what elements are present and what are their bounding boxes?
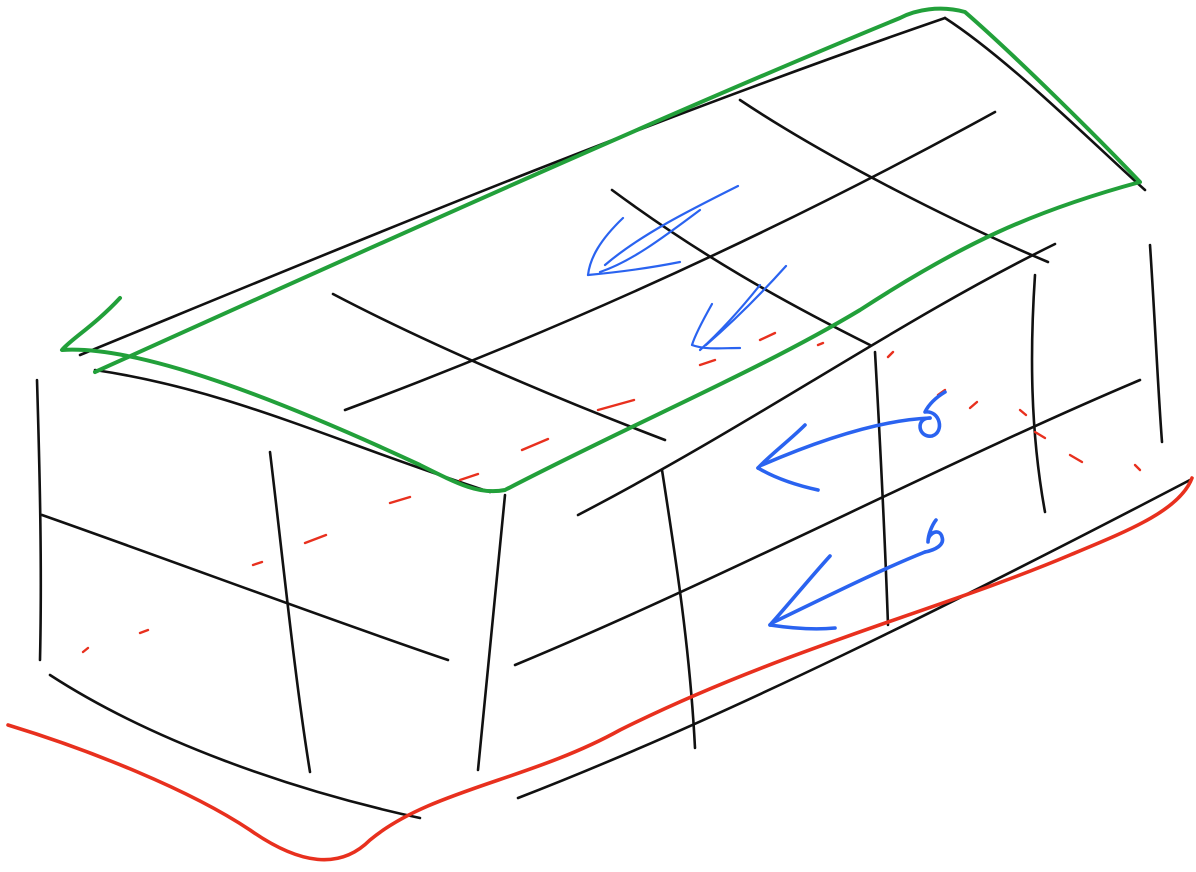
top-grid-line: [333, 294, 665, 440]
top-face-right-edge: [945, 18, 1145, 190]
end-face-grid-horizontal: [42, 515, 448, 660]
arrow-top-2: [692, 266, 786, 350]
end-face-bottom-edge: [50, 675, 420, 818]
side-grid-vertical: [1032, 275, 1045, 512]
arrow-side-1: [758, 392, 945, 490]
side-bottom-edge: [518, 480, 1190, 798]
side-grid-horizontal: [515, 380, 1140, 665]
end-face-grid-vertical: [270, 452, 310, 772]
box-wireframe: [37, 18, 1190, 818]
base-outline: [8, 333, 1192, 860]
end-face-left-edge: [37, 380, 41, 660]
top-grid-line: [740, 100, 1048, 262]
side-right-edge: [1150, 245, 1162, 442]
green-outline-path: [62, 9, 1140, 492]
top-face-front-edge: [95, 370, 490, 492]
arrow-top-1: [588, 186, 738, 275]
red-base-path: [8, 478, 1192, 860]
side-grid-vertical: [875, 352, 888, 625]
top-grid-line: [345, 112, 995, 410]
top-face-outline: [62, 9, 1140, 492]
red-hidden-edges: [83, 333, 1140, 652]
front-corner-edge: [478, 495, 505, 770]
